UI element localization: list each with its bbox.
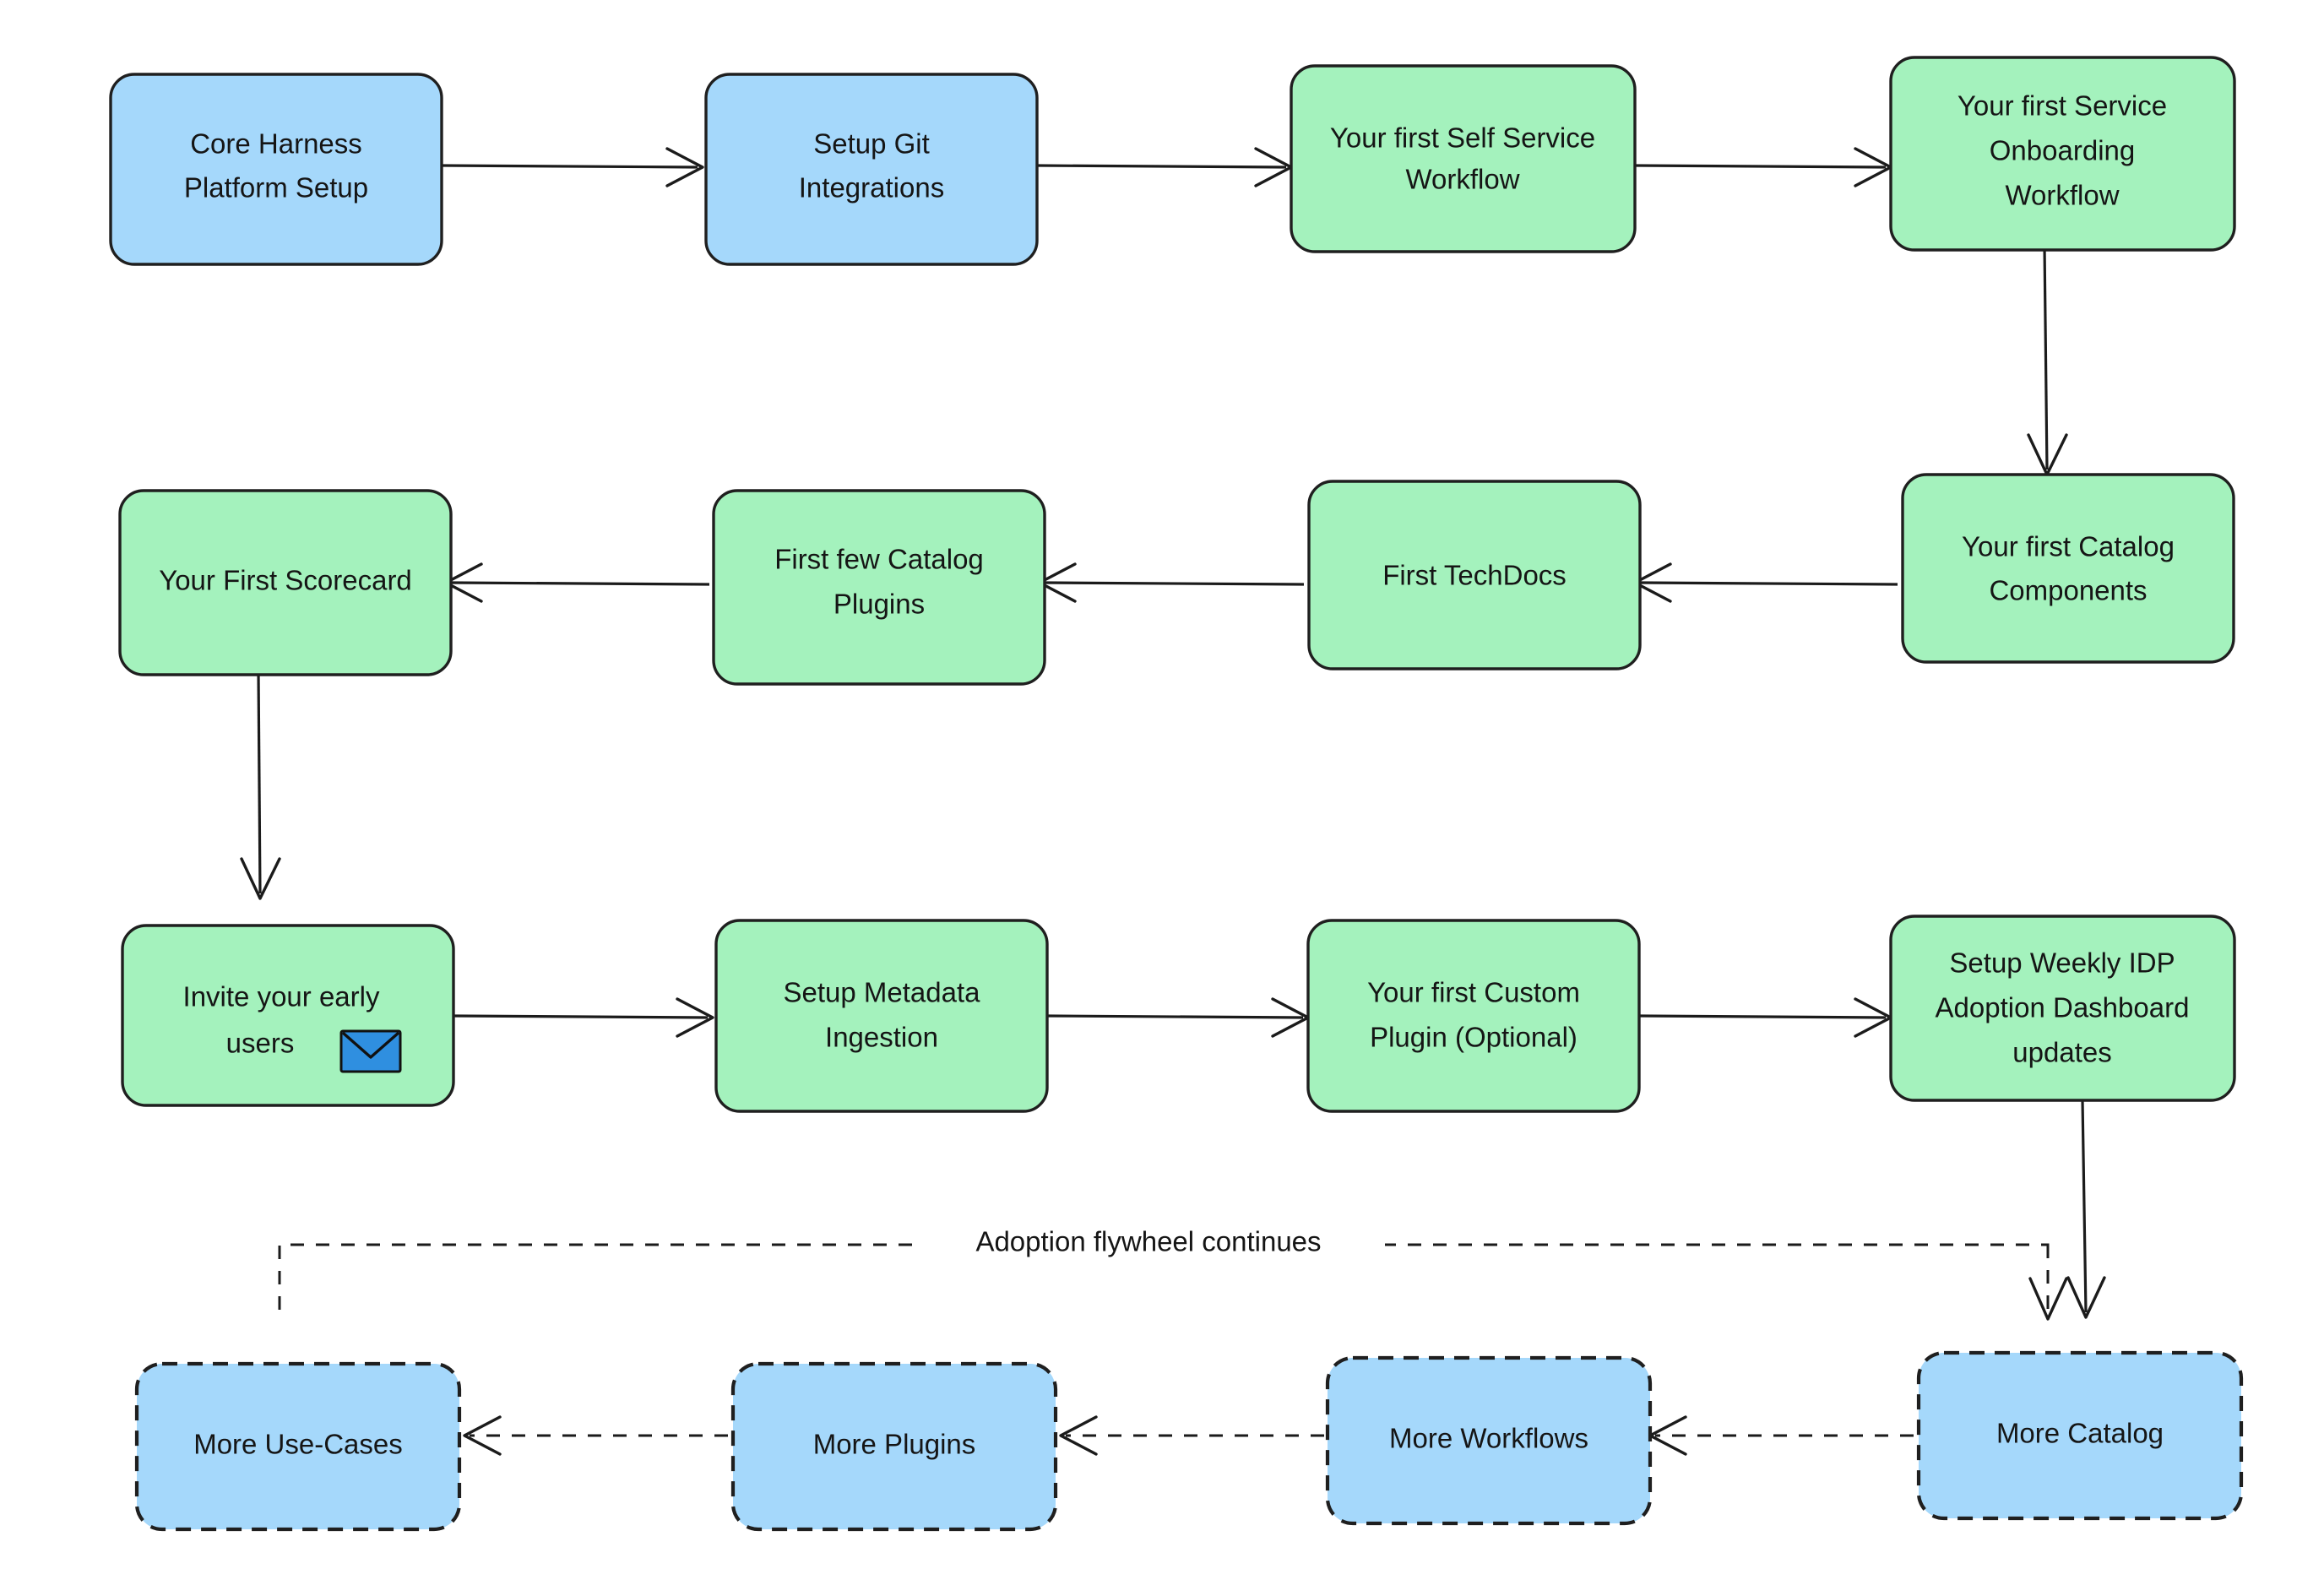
node-shape[interactable]	[714, 919, 1049, 1113]
node-label-line2: Adoption Dashboard	[1936, 992, 2190, 1023]
node-your-first-scorecard[interactable]: Your First Scorecard	[118, 489, 453, 676]
edge-adoption-flywheel-loop	[278, 1243, 2068, 1321]
node-label-line2: Plugin (Optional)	[1370, 1022, 1577, 1053]
edge-catalog-plugins-to-scorecard	[444, 562, 710, 603]
node-shape[interactable]	[1325, 1355, 1653, 1526]
node-more-workflows[interactable]: More Workflows	[1325, 1355, 1653, 1526]
edges-layer: Adoption flywheel continues	[240, 147, 2106, 1456]
edge-onboarding-to-catalog-components	[2027, 245, 2068, 476]
node-label-line1: Core Harness	[190, 128, 362, 160]
edge-core-setup-to-git	[441, 147, 704, 187]
node-setup-weekly-idp-adoption-dashboard[interactable]: Setup Weekly IDP Adoption Dashboard upda…	[1889, 915, 2236, 1102]
node-label-line1: More Plugins	[813, 1429, 976, 1460]
node-more-plugins[interactable]: More Plugins	[730, 1361, 1058, 1532]
edge-weekly-dashboard-to-more-catalog	[2066, 1099, 2106, 1319]
node-label-line1: More Workflows	[1389, 1423, 1588, 1454]
node-label-line2: Integrations	[799, 172, 944, 204]
envelope-icon	[339, 1029, 402, 1073]
edge-git-to-self-service	[1036, 147, 1293, 187]
node-shape[interactable]	[118, 489, 453, 676]
node-label-line1: More Use-Cases	[193, 1429, 403, 1460]
node-label-line3: updates	[2012, 1037, 2111, 1068]
node-label-line1: More Catalog	[1996, 1418, 2164, 1449]
node-shape[interactable]	[730, 1361, 1058, 1532]
node-label-line2: Onboarding	[1990, 135, 2135, 166]
edge-custom-plugin-to-weekly-dashboard	[1639, 997, 1892, 1038]
node-setup-git-integrations[interactable]: Setup Git Integrations	[704, 73, 1039, 266]
node-shape[interactable]	[1901, 473, 2235, 664]
edge-self-service-to-onboarding	[1634, 147, 1892, 187]
edge-invite-users-to-metadata-ingestion	[453, 997, 714, 1038]
node-label-line2: Ingestion	[825, 1022, 938, 1053]
node-label-line3: Workflow	[2005, 180, 2119, 211]
node-label-line1: First TechDocs	[1382, 560, 1567, 591]
node-shape[interactable]	[109, 73, 443, 266]
node-shape[interactable]	[1889, 56, 2236, 252]
nodes-layer: Core Harness Platform Setup Setup Git In…	[109, 56, 2244, 1532]
node-label-line1: Your first Service	[1957, 90, 2167, 122]
edge-more-workflows-to-more-plugins	[1059, 1415, 1324, 1456]
node-more-use-cases[interactable]: More Use-Cases	[134, 1361, 462, 1532]
node-label-line1: Your first Custom	[1367, 977, 1580, 1008]
node-first-techdocs[interactable]: First TechDocs	[1307, 480, 1642, 670]
node-label-line1: Your first Self Service	[1330, 122, 1595, 154]
node-shape[interactable]	[1306, 919, 1641, 1113]
node-label-line2: users	[226, 1028, 295, 1059]
node-your-first-catalog-components[interactable]: Your first Catalog Components	[1901, 473, 2235, 664]
node-label-line2: Components	[1989, 575, 2147, 606]
edge-catalog-components-to-techdocs	[1633, 562, 1898, 603]
node-shape[interactable]	[1889, 915, 2236, 1102]
node-your-first-self-service-workflow[interactable]: Your first Self Service Workflow	[1290, 64, 1637, 253]
node-more-catalog[interactable]: More Catalog	[1916, 1350, 2244, 1521]
node-shape[interactable]	[1307, 480, 1642, 670]
edge-more-catalog-to-more-workflows	[1648, 1415, 1914, 1456]
node-label-line1: Your First Scorecard	[159, 565, 412, 596]
node-your-first-service-onboarding-workflow[interactable]: Your first Service Onboarding Workflow	[1889, 56, 2236, 252]
node-shape[interactable]	[704, 73, 1039, 266]
edge-label-adoption-flywheel: Adoption flywheel continues	[975, 1226, 1321, 1257]
edge-more-plugins-to-more-use-cases	[463, 1415, 728, 1456]
edge-techdocs-to-catalog-plugins	[1038, 562, 1305, 603]
node-shape[interactable]	[1290, 64, 1637, 253]
node-shape[interactable]	[1916, 1350, 2244, 1521]
node-shape[interactable]	[121, 924, 455, 1107]
node-setup-metadata-ingestion[interactable]: Setup Metadata Ingestion	[714, 919, 1049, 1113]
node-label-line1: Your first Catalog	[1962, 531, 2175, 562]
node-shape[interactable]	[712, 489, 1046, 686]
node-core-harness-platform-setup[interactable]: Core Harness Platform Setup	[109, 73, 443, 266]
node-label-line2: Workflow	[1405, 164, 1519, 195]
node-label-line2: Plugins	[833, 589, 925, 620]
node-label-line2: Platform Setup	[184, 172, 368, 204]
node-your-first-custom-plugin[interactable]: Your first Custom Plugin (Optional)	[1306, 919, 1641, 1113]
node-first-few-catalog-plugins[interactable]: First few Catalog Plugins	[712, 489, 1046, 686]
edge-scorecard-to-invite-users	[240, 670, 281, 900]
node-invite-your-early-users[interactable]: Invite your early users	[121, 924, 455, 1107]
node-label-line1: Setup Weekly IDP	[1949, 947, 2175, 979]
node-label-line1: Setup Metadata	[784, 977, 981, 1008]
node-label-line1: Setup Git	[813, 128, 930, 160]
edge-metadata-ingestion-to-custom-plugin	[1046, 997, 1310, 1038]
node-shape[interactable]	[134, 1361, 462, 1532]
node-label-line1: First few Catalog	[774, 544, 984, 575]
node-label-line1: Invite your early	[183, 981, 380, 1012]
